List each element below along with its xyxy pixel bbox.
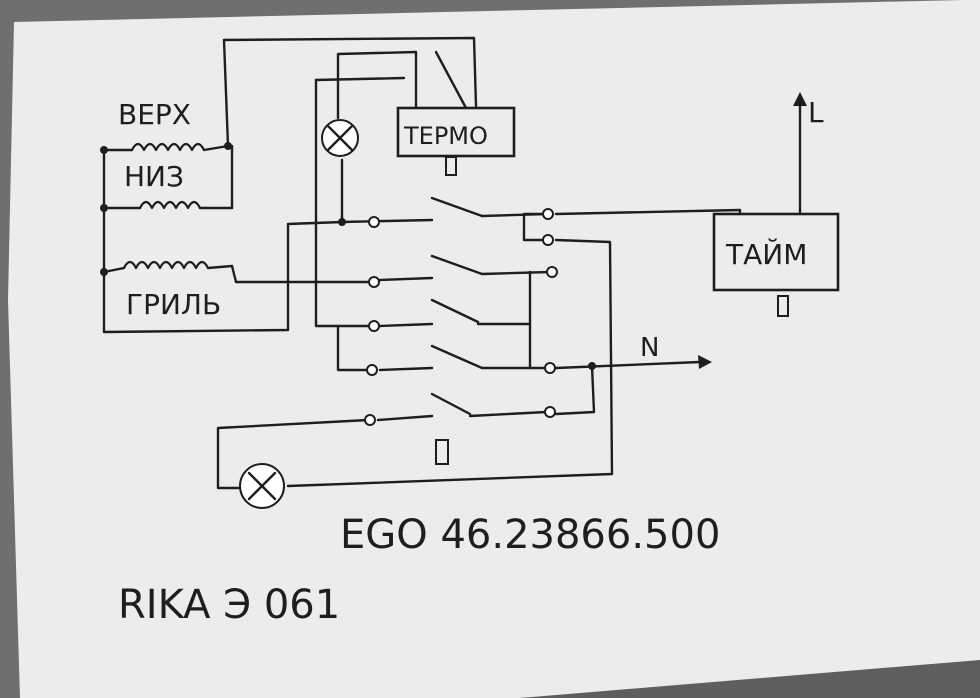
timer-box	[712, 212, 840, 292]
model-name: RIKA Э 061	[118, 582, 340, 628]
label-verkh: ВЕРХ	[118, 98, 191, 131]
label-line: L	[808, 96, 824, 129]
label-neutral: N	[640, 333, 659, 363]
paper-shadow	[520, 660, 980, 698]
switch-bank	[336, 196, 552, 422]
heater-gril	[102, 260, 374, 284]
junction-dots	[100, 142, 596, 370]
heater-verkh	[102, 142, 230, 152]
label-taim: ТАЙМ	[725, 237, 807, 271]
heater-niz	[102, 200, 234, 210]
line-feed	[793, 92, 807, 216]
switch-knob	[435, 439, 449, 465]
label-gril: ГРИЛЬ	[126, 288, 221, 321]
paper-sheet	[8, 0, 980, 698]
right-side-wiring	[286, 208, 742, 488]
label-termo: ТЕРМО	[403, 122, 488, 150]
terminals	[364, 208, 558, 426]
part-number: EGO 46.23866.500	[340, 512, 720, 558]
thermostat-knob	[445, 156, 457, 176]
top-lamp-circuit	[314, 50, 468, 328]
label-niz: НИЗ	[124, 160, 184, 193]
bottom-lamp-circuit	[216, 418, 370, 509]
timer-knob	[777, 295, 789, 317]
